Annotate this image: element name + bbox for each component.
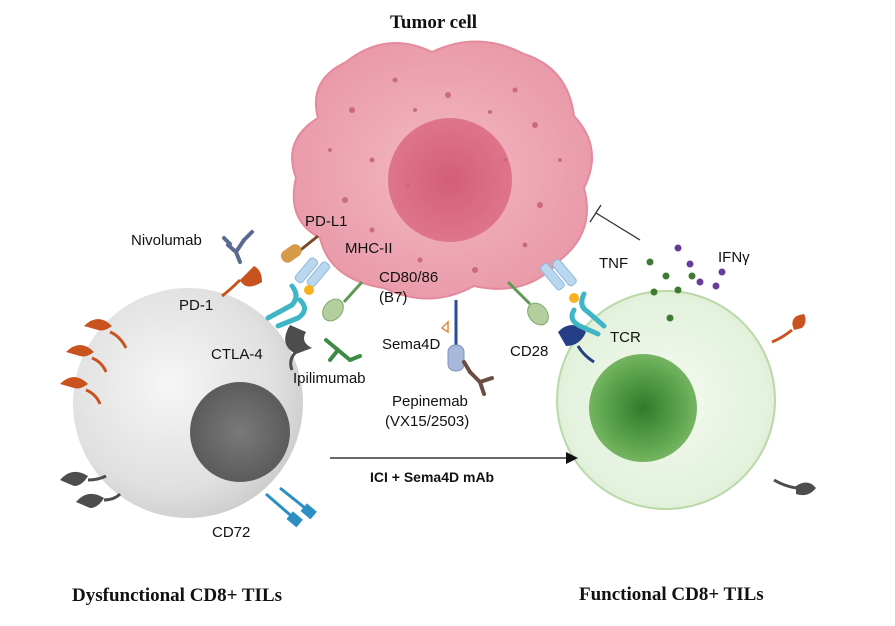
ctla-4-surface-receptors <box>60 471 104 508</box>
cd72-receptors <box>265 486 317 528</box>
cd28-label: CD28 <box>510 343 549 360</box>
tumor-nucleus <box>388 118 512 242</box>
pd-1-surface-receptors <box>60 319 112 389</box>
functional-t-cell <box>556 290 776 510</box>
pepinemab-antibody <box>462 360 494 396</box>
ipilimumab-label: Ipilimumab <box>293 370 366 387</box>
functional-pd-1-receptor <box>771 314 806 344</box>
ifng-molecules <box>674 244 726 290</box>
cd80-86-label: CD80/86 <box>379 269 439 286</box>
ctla-4-surface-stalks <box>87 474 122 502</box>
cd72-label: CD72 <box>212 524 251 541</box>
dysfunctional-nucleus <box>190 382 290 482</box>
ipilimumab-antibody <box>324 338 362 362</box>
pepinemab-label: Pepinemab <box>392 393 468 410</box>
functional-nucleus <box>589 354 697 462</box>
cd80-86-left <box>322 280 364 322</box>
tnf-molecules <box>646 258 696 322</box>
mhc-ii-label: MHC-II <box>345 240 393 257</box>
tcr-label: TCR <box>610 329 641 346</box>
peptide-right <box>569 293 579 303</box>
cd28-receptor <box>558 325 595 364</box>
cd80-86-right <box>506 280 549 326</box>
tcr-right <box>569 291 607 337</box>
tumor-granules <box>328 77 562 273</box>
inhibition-line <box>589 204 641 241</box>
sema4d-molecule <box>440 300 465 372</box>
dysfunctional-t-cell <box>73 288 303 518</box>
functional-ctla-4-receptor <box>773 478 816 496</box>
pd-l1-ligand <box>280 234 319 263</box>
ctla-4-label: CTLA-4 <box>211 346 263 363</box>
mhc-ii-right <box>540 259 577 291</box>
tcr-left <box>265 283 307 329</box>
tumor-cell <box>291 40 593 300</box>
pd-1-label: PD-1 <box>179 297 214 314</box>
sema4d-label: Sema4D <box>382 336 441 353</box>
ifng-label: IFNγ <box>718 249 750 266</box>
transition-arrow-label: ICI + Sema4D mAb <box>370 469 495 485</box>
ctla-4-receptor <box>285 325 312 371</box>
peptide-left <box>304 285 314 295</box>
nivolumab-label: Nivolumab <box>131 232 202 249</box>
dysfunctional-title: Dysfunctional CD8+ TILs <box>72 585 283 606</box>
nivolumab-antibody <box>222 230 254 264</box>
mhc-ii-left <box>294 257 331 288</box>
pd-l1-label: PD-L1 <box>305 213 348 230</box>
pd-1-surface-stalks <box>85 330 128 405</box>
functional-title: Functional CD8+ TILs <box>579 584 764 605</box>
b7-label: (B7) <box>379 289 408 306</box>
tumor-cell-title: Tumor cell <box>390 12 478 33</box>
tnf-label: TNF <box>599 255 629 272</box>
pd-1-receptor <box>221 266 262 298</box>
transition-arrow <box>330 452 578 464</box>
vx15-label: (VX15/2503) <box>385 413 470 430</box>
